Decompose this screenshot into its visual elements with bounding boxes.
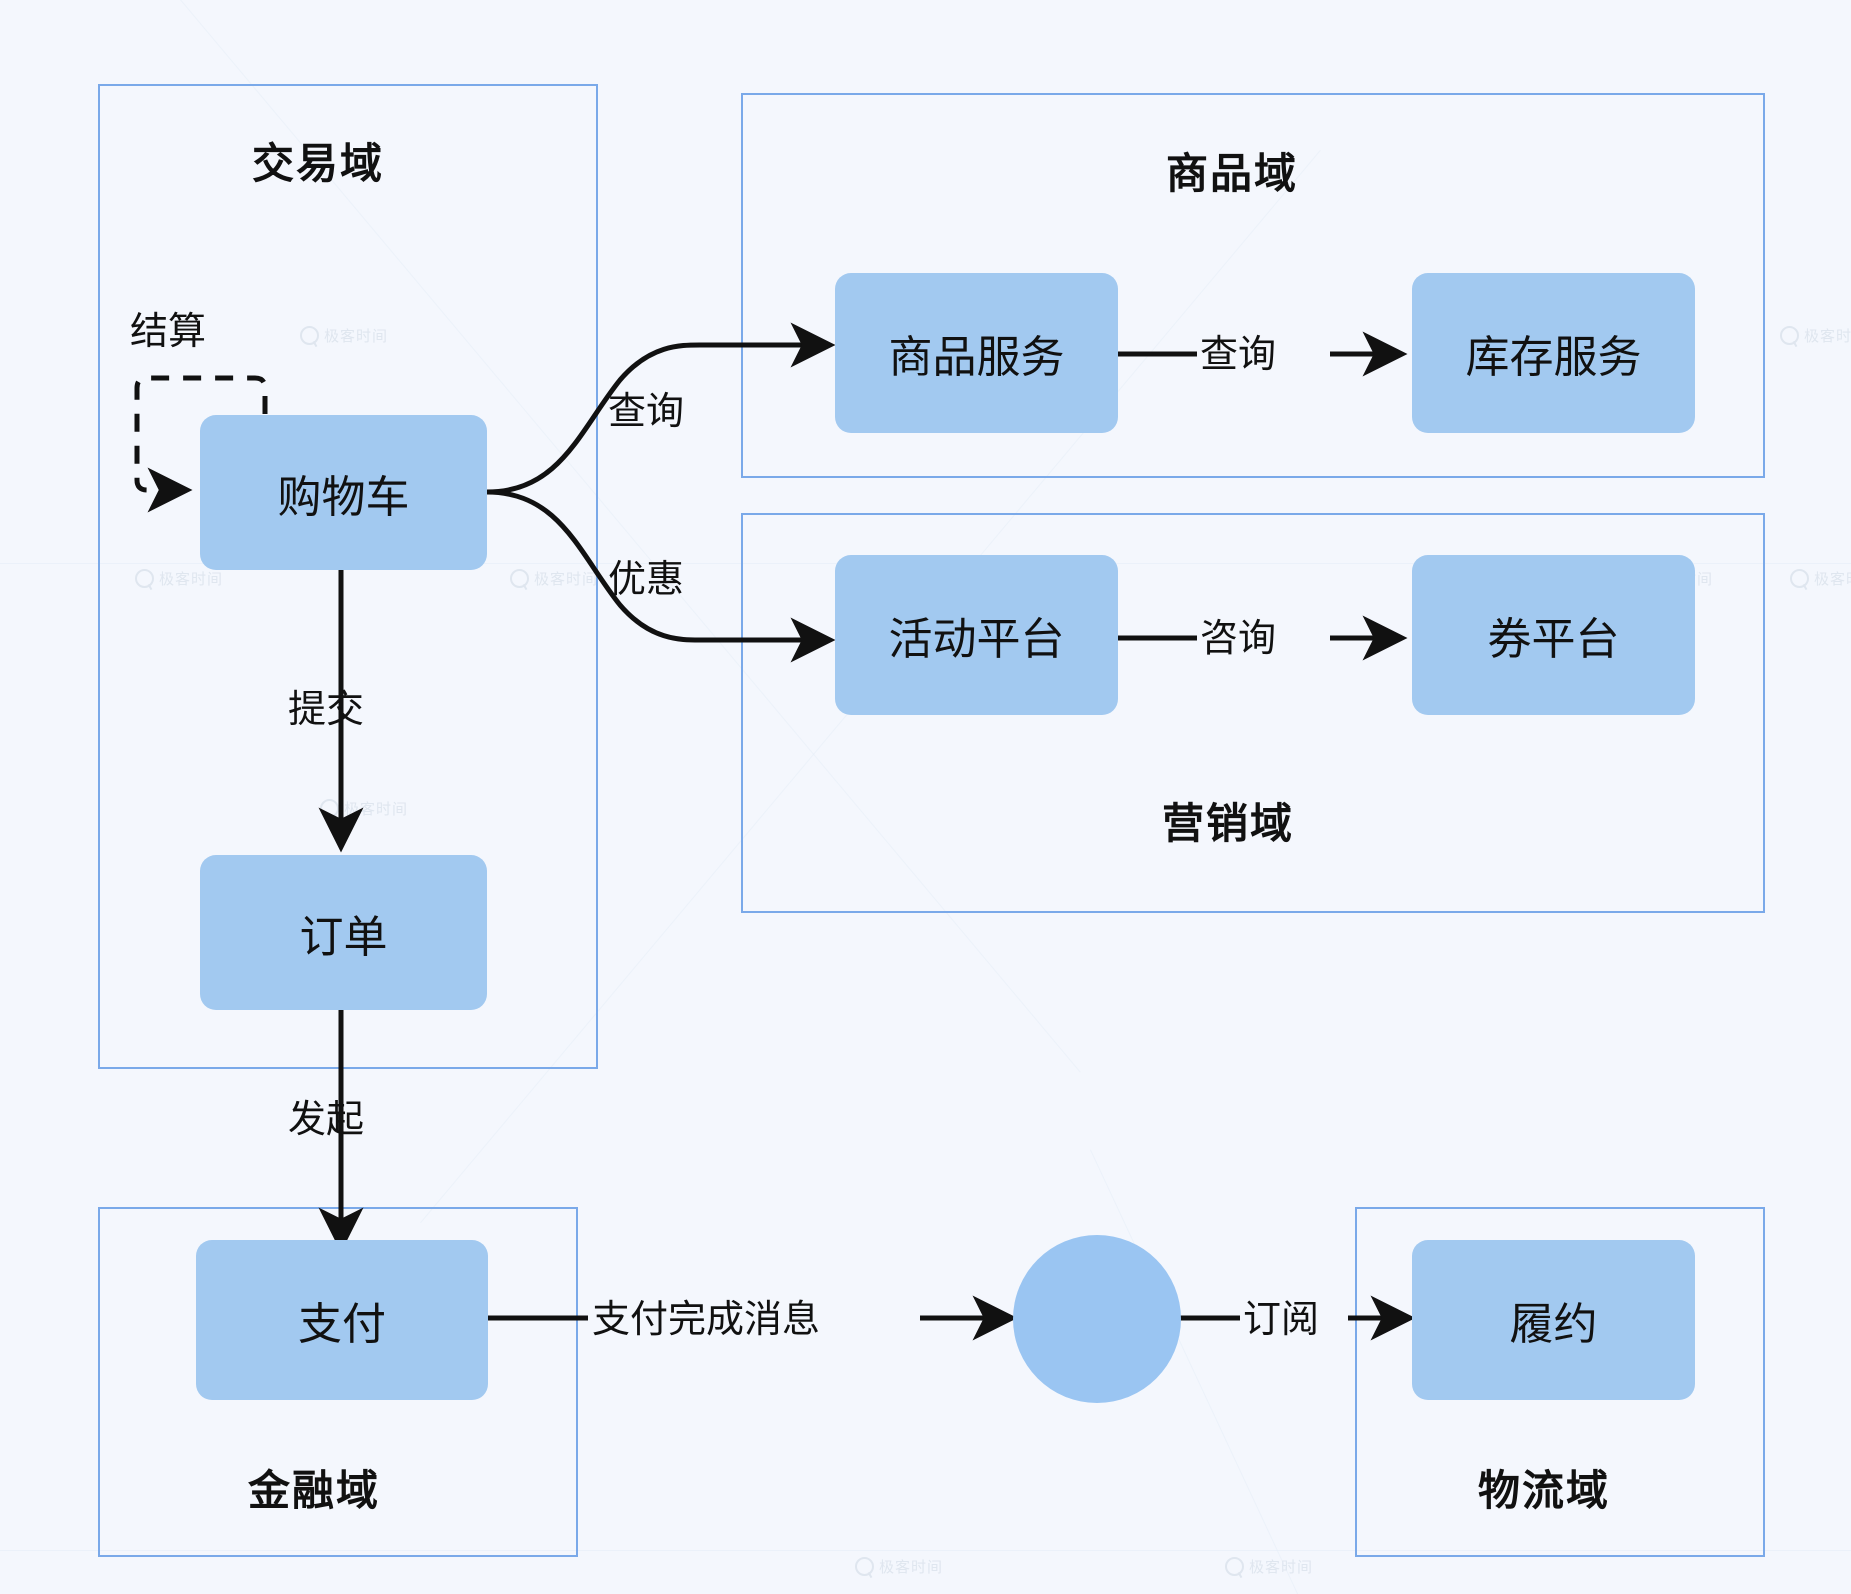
edge-label-promo: 优惠	[608, 557, 685, 601]
node-payment[interactable]: 支付	[196, 1240, 488, 1400]
edge-label-settle: 结算	[130, 309, 207, 353]
node-coupon-platform-label: 券平台	[1487, 614, 1620, 665]
node-activity-platform[interactable]: 活动平台	[835, 555, 1118, 715]
watermark-icon	[1225, 1557, 1244, 1576]
node-message-queue[interactable]	[1013, 1235, 1181, 1403]
watermark: 极客时间	[1780, 325, 1851, 346]
watermark: 极客时间	[1790, 568, 1851, 589]
node-payment-label: 支付	[298, 1299, 386, 1350]
watermark-text: 极客时间	[1804, 327, 1851, 345]
node-stock-service[interactable]: 库存服务	[1412, 273, 1695, 433]
domain-title-product: 商品域	[1166, 149, 1299, 198]
node-cart-label: 购物车	[277, 471, 410, 523]
node-cart[interactable]: 购物车	[200, 415, 487, 570]
edge-label-query-product: 查询	[608, 389, 685, 433]
node-activity-platform-label: 活动平台	[888, 614, 1065, 665]
domain-title-trade: 交易域	[252, 139, 385, 188]
watermark-icon	[1790, 569, 1809, 588]
watermark: 极客时间	[855, 1556, 943, 1577]
node-product-service-label: 商品服务	[888, 332, 1065, 383]
edge-label-submit: 提交	[288, 687, 365, 731]
node-order[interactable]: 订单	[200, 855, 487, 1010]
domain-title-marketing: 营销域	[1162, 799, 1295, 848]
watermark-icon	[1780, 326, 1799, 345]
watermark: 极客时间	[1225, 1556, 1313, 1577]
node-product-service[interactable]: 商品服务	[835, 273, 1118, 433]
node-order-label: 订单	[299, 911, 388, 963]
node-coupon-platform[interactable]: 券平台	[1412, 555, 1695, 715]
domain-title-logistics: 物流域	[1478, 1466, 1611, 1515]
watermark-icon	[855, 1557, 874, 1576]
domain-box-logistics	[1355, 1207, 1765, 1557]
domain-box-marketing	[741, 513, 1765, 913]
edge-label-initiate: 发起	[288, 1097, 365, 1141]
watermark-text: 极客时间	[1814, 570, 1851, 588]
node-fulfillment[interactable]: 履约	[1412, 1240, 1695, 1400]
edge-label-query-stock: 查询	[1200, 332, 1277, 376]
domain-box-product	[741, 93, 1765, 478]
node-stock-service-label: 库存服务	[1465, 332, 1642, 383]
edge-label-subscribe: 订阅	[1243, 1297, 1320, 1341]
edge-label-consult: 咨询	[1200, 616, 1277, 660]
edge-label-paid-message: 支付完成消息	[592, 1297, 821, 1341]
watermark-text: 极客时间	[879, 1558, 944, 1576]
watermark-text: 极客时间	[1249, 1558, 1314, 1576]
domain-title-finance: 金融域	[248, 1466, 381, 1515]
node-fulfillment-label: 履约	[1509, 1299, 1598, 1350]
